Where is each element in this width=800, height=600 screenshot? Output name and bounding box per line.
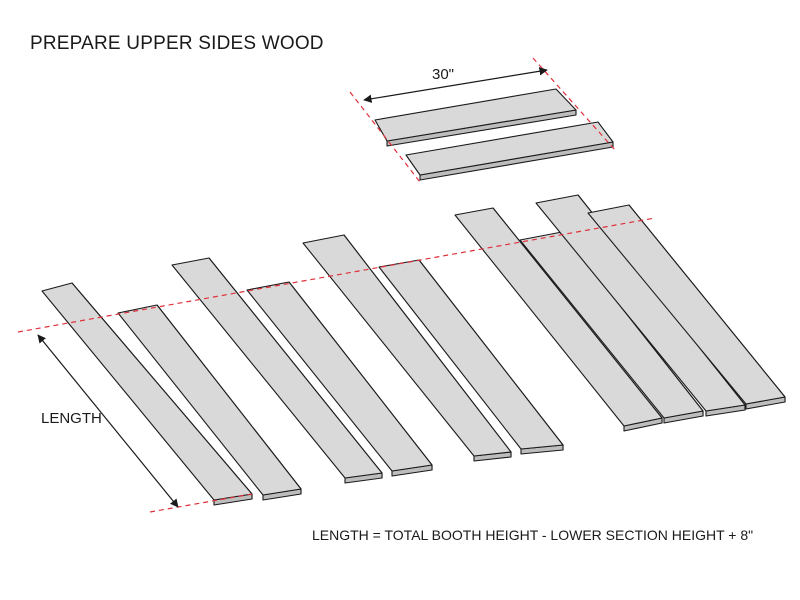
long-board-group <box>41 194 786 506</box>
board-face <box>519 231 704 419</box>
long-board <box>378 259 564 455</box>
board-face <box>302 234 512 457</box>
board-face <box>587 204 786 405</box>
width-dimension-arrow <box>363 67 548 103</box>
board-face <box>246 281 433 472</box>
length-dimension-arrow <box>37 334 179 508</box>
long-board <box>454 207 663 432</box>
board-face <box>378 259 564 450</box>
board-face <box>454 207 663 427</box>
page-title: PREPARE UPPER SIDES WOOD <box>30 33 324 54</box>
long-board <box>302 234 512 462</box>
long-board <box>587 204 786 410</box>
long-board <box>246 281 433 477</box>
width-dimension-label: 30" <box>432 66 455 83</box>
cut-line-left <box>349 91 421 183</box>
long-board <box>171 257 383 484</box>
board-face <box>171 257 383 479</box>
short-board-group <box>374 88 614 181</box>
length-dimension-label: LENGTH <box>41 410 102 427</box>
board-face <box>535 194 746 412</box>
length-formula: LENGTH = TOTAL BOOTH HEIGHT - LOWER SECT… <box>312 527 754 543</box>
